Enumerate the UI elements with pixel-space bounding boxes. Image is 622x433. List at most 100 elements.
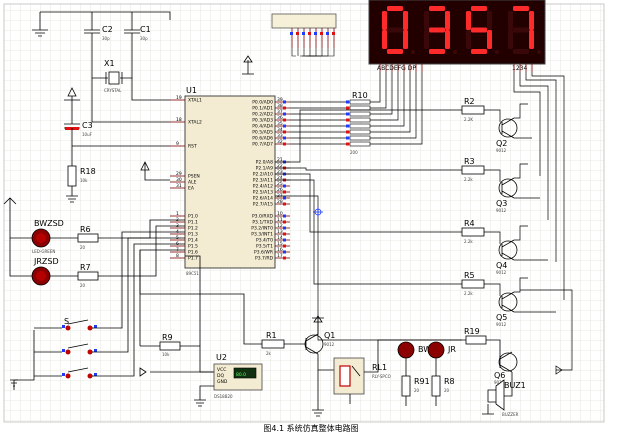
svg-text:P1.5: P1.5 <box>188 244 198 250</box>
mcu-pin-p3-1: P3.1/TXD 11 <box>252 217 290 226</box>
jrzsd-ref: JRZSD <box>33 257 59 266</box>
svg-text:22: 22 <box>277 163 283 169</box>
r10-element-3 <box>349 111 371 117</box>
svg-text:P2.7/A15: P2.7/A15 <box>253 202 273 208</box>
svg-text:P2.3/A11: P2.3/A11 <box>253 178 273 184</box>
bwzsd-value: LED-GREEN <box>32 249 55 254</box>
svg-text:ALE: ALE <box>188 180 197 186</box>
svg-text:P0.4/AD4: P0.4/AD4 <box>252 124 273 130</box>
s-ref: S <box>64 317 69 326</box>
u2-pin-dq: DQ <box>217 373 224 379</box>
figure-caption: 图4.1 系统仿真整体电路图 <box>263 423 358 433</box>
q4-ref: Q4 <box>496 261 507 270</box>
x1-ref: X1 <box>104 59 115 68</box>
switch-3[interactable] <box>34 367 110 379</box>
u2-ref: U2 <box>216 353 227 362</box>
r5-value: 2.2k <box>464 291 473 296</box>
svg-text:11: 11 <box>277 217 283 223</box>
buzzer-circuit: R19 Q6 9012 BUZ1 BUZZER <box>464 327 526 417</box>
u2-pin-vcc: VCC <box>217 367 226 373</box>
svg-text:P0.2/AD2: P0.2/AD2 <box>252 112 273 118</box>
q5-value: 9012 <box>496 322 507 327</box>
u2-value: DS18B20 <box>214 394 233 399</box>
mcu-pin-p0-5: P0.5/AD5 34 <box>252 127 290 136</box>
svg-text:26: 26 <box>277 187 283 193</box>
c2-ref: C2 <box>102 25 113 34</box>
svg-text:P2.1/A9: P2.1/A9 <box>256 166 273 172</box>
svg-text:P1.4: P1.4 <box>188 238 198 244</box>
r6-value: 20 <box>80 245 86 250</box>
display-digit-2 <box>424 6 457 54</box>
r2-ref: R2 <box>464 97 475 106</box>
svg-text:P0.0/AD0: P0.0/AD0 <box>252 100 273 106</box>
svg-text:1: 1 <box>176 211 179 217</box>
svg-text:P0.3/AD3: P0.3/AD3 <box>252 118 273 124</box>
switch-2[interactable] <box>34 343 110 355</box>
relay-driver-circuit: R1 2k Q1 9012 RL1 RLY-SPCO <box>139 250 470 417</box>
svg-text:17: 17 <box>277 253 283 259</box>
u1-ref: U1 <box>186 86 197 95</box>
svg-text:30: 30 <box>176 177 182 183</box>
svg-text:P0.5/AD5: P0.5/AD5 <box>252 130 273 136</box>
r2-value: 2.2K <box>464 117 473 122</box>
r10-element-8 <box>349 141 371 147</box>
svg-text:P2.6/A14: P2.6/A14 <box>253 196 273 202</box>
svg-text:P1.3: P1.3 <box>188 232 198 238</box>
svg-text:10: 10 <box>277 211 283 217</box>
switch-1[interactable] <box>34 319 110 331</box>
svg-text:28: 28 <box>277 199 283 205</box>
r6-ref: R6 <box>80 225 91 234</box>
svg-text:P0.1/AD1: P0.1/AD1 <box>252 106 273 112</box>
digit-wires <box>513 72 573 375</box>
svg-text:13: 13 <box>277 229 283 235</box>
r91-ref: R91 <box>414 377 430 386</box>
svg-text:P3.5/T1: P3.5/T1 <box>256 244 273 250</box>
status-leds: BWZSD LED-GREEN R6 20 JRZSD R7 20 <box>3 197 185 288</box>
svg-text:33: 33 <box>277 133 283 139</box>
svg-text:29: 29 <box>176 171 182 177</box>
svg-text:P3.4/T0: P3.4/T0 <box>256 238 273 244</box>
svg-text:P1.6: P1.6 <box>188 250 198 256</box>
seven-segment-display: ABCDEFG DP 1234 <box>368 0 546 72</box>
mcu-pin-p2-7: P2.7/A15 28 <box>253 199 290 208</box>
r10-element-4 <box>349 117 371 123</box>
mcu-pin-p3-4: P3.4/T0 14 <box>256 235 290 244</box>
svg-text:P1.2: P1.2 <box>188 226 198 232</box>
r18-value: 10k <box>80 178 88 183</box>
svg-text:RST: RST <box>188 144 197 150</box>
segment-pin-label: ABCDEFG DP <box>377 65 416 72</box>
svg-text:32: 32 <box>277 139 283 145</box>
buz1-value: BUZZER <box>502 412 519 417</box>
rl1-value: RLY-SPCO <box>372 374 391 379</box>
svg-text:14: 14 <box>277 235 283 241</box>
bw-ref: BW <box>418 345 431 354</box>
u1-part: 89C51 <box>186 271 199 276</box>
svg-text:34: 34 <box>277 127 283 133</box>
r3-ref: R3 <box>464 157 475 166</box>
svg-text:24: 24 <box>277 175 283 181</box>
display-digit-4 <box>508 6 541 54</box>
u2-reading: 80.0 <box>236 372 246 378</box>
r10-element-1 <box>349 99 371 105</box>
r8-value: 20 <box>444 388 450 393</box>
q6-ref: Q6 <box>494 371 505 380</box>
svg-text:23: 23 <box>277 169 283 175</box>
rl1-ref: RL1 <box>372 363 387 372</box>
svg-text:P3.0/RXD: P3.0/RXD <box>252 214 274 220</box>
r10-element-6 <box>349 129 371 135</box>
svg-text:P2.0/A8: P2.0/A8 <box>256 160 273 166</box>
connector-header <box>271 13 337 48</box>
svg-text:18: 18 <box>176 117 182 123</box>
svg-text:P3.1/TXD: P3.1/TXD <box>252 220 273 226</box>
